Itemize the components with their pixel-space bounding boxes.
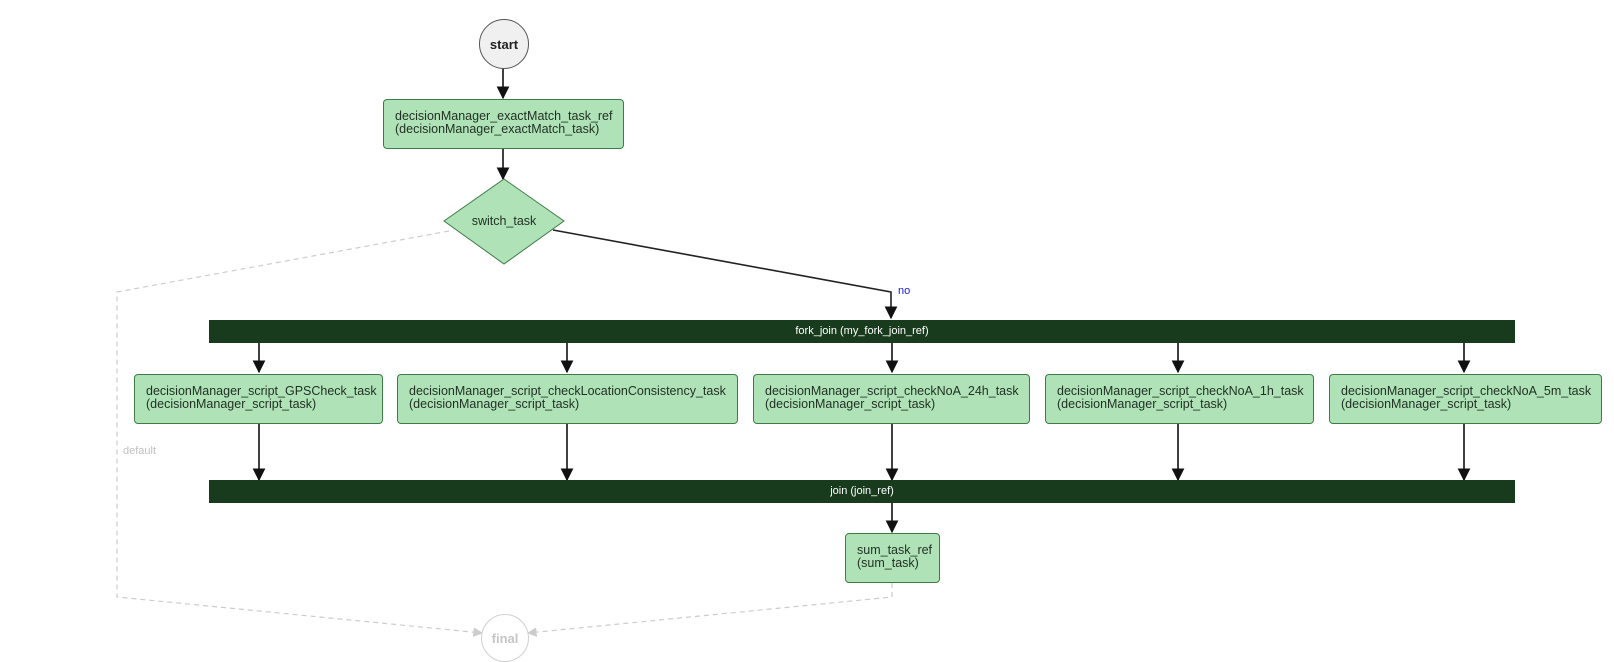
task-type: (decisionManager_script_task) — [1341, 397, 1512, 411]
task-name: decisionManager_script_checkNoA_5m_task — [1341, 384, 1592, 398]
task-type: (decisionManager_script_task) — [409, 397, 580, 411]
task-name: decisionManager_script_checkNoA_24h_task — [765, 384, 1019, 398]
task-type: (decisionManager_script_task) — [765, 397, 936, 411]
edge-label-default: default — [123, 445, 157, 457]
task-name: sum_task_ref — [857, 543, 933, 557]
task-check-noa-5m[interactable]: decisionManager_script_checkNoA_5m_task … — [1329, 374, 1602, 424]
task-name: decisionManager_exactMatch_task_ref — [395, 109, 613, 123]
edge-switch-default — [116, 230, 483, 637]
edge-label-no: no — [898, 285, 911, 297]
edge-switch-no — [552, 229, 898, 320]
task-name: decisionManager_script_checkNoA_1h_task — [1057, 384, 1304, 398]
start-node[interactable]: start — [479, 19, 529, 69]
decision-exact-match-task[interactable]: decisionManager_exactMatch_task_ref (dec… — [383, 99, 624, 149]
edge-sum-to-final — [527, 583, 893, 637]
switch-diamond[interactable] — [443, 178, 565, 265]
task-type: (sum_task) — [857, 556, 919, 570]
fork-join-label: fork_join (my_fork_join_ref) — [795, 325, 929, 337]
join-label: join (join_ref) — [830, 485, 894, 497]
task-type: (decisionManager_script_task) — [146, 397, 317, 411]
task-type: (decisionManager_exactMatch_task) — [395, 122, 600, 136]
task-check-location-consistency[interactable]: decisionManager_script_checkLocationCons… — [397, 374, 738, 424]
task-check-noa-1h[interactable]: decisionManager_script_checkNoA_1h_task … — [1045, 374, 1314, 424]
task-type: (decisionManager_script_task) — [1057, 397, 1228, 411]
task-name: decisionManager_script_checkLocationCons… — [409, 384, 726, 398]
sum-task[interactable]: sum_task_ref (sum_task) — [845, 533, 940, 583]
task-name: decisionManager_script_GPSCheck_task — [146, 384, 377, 398]
final-node[interactable]: final — [481, 614, 529, 662]
task-gps-check[interactable]: decisionManager_script_GPSCheck_task (de… — [134, 374, 383, 424]
fork-join-bar[interactable]: fork_join (my_fork_join_ref) — [209, 320, 1515, 343]
task-check-noa-24h[interactable]: decisionManager_script_checkNoA_24h_task… — [753, 374, 1030, 424]
final-label: final — [491, 630, 519, 646]
start-label: start — [489, 36, 519, 52]
join-bar[interactable]: join (join_ref) — [209, 480, 1515, 503]
